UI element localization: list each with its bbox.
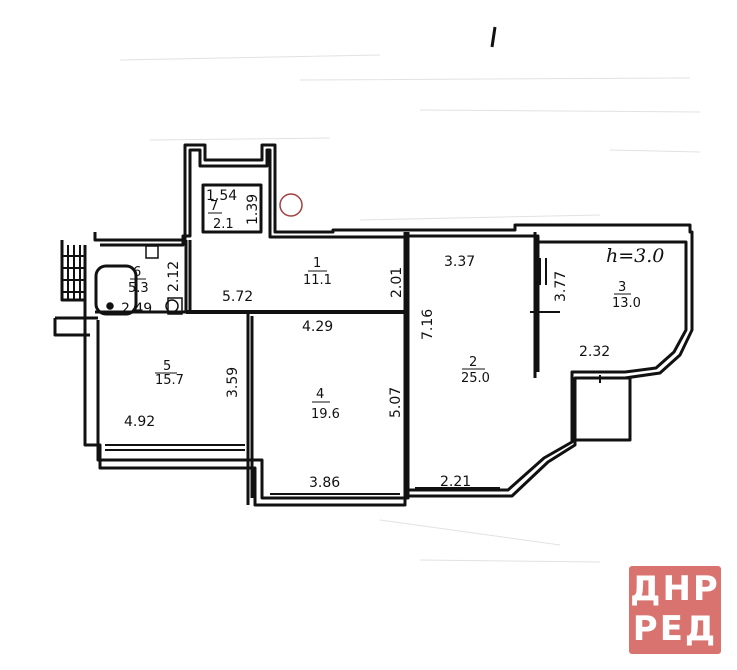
dim-4-92: 4.92 bbox=[124, 414, 155, 430]
scan-noise bbox=[119, 54, 701, 563]
walls bbox=[53, 143, 694, 507]
dim-7-16: 7.16 bbox=[420, 309, 436, 340]
fixtures bbox=[106, 245, 183, 315]
room-3-number: 3 bbox=[618, 280, 626, 295]
dim-3-77: 3.77 bbox=[553, 271, 569, 302]
room-1-area: 11.1 bbox=[303, 273, 332, 288]
room-3-area: 13.0 bbox=[612, 296, 641, 311]
dim-4-29: 4.29 bbox=[302, 319, 333, 335]
circle-marker bbox=[279, 193, 303, 217]
room-6-number: 6 bbox=[133, 265, 141, 280]
dim-2-32: 2.32 bbox=[579, 344, 610, 360]
room-number-underlines bbox=[130, 212, 631, 403]
dim-2-21: 2.21 bbox=[440, 474, 471, 490]
room-2-area: 25.0 bbox=[461, 371, 490, 386]
dim-2-12: 2.12 bbox=[166, 261, 182, 292]
dimension-labels: 1.54 1.39 2.12 2.49 5.72 2.01 3.37 7.16 … bbox=[121, 188, 664, 491]
room-6-area: 5.3 bbox=[128, 281, 149, 296]
dim-2-49: 2.49 bbox=[121, 301, 152, 317]
logo-line-2: РЕД bbox=[632, 609, 718, 649]
room-2-number: 2 bbox=[469, 355, 477, 370]
dim-1-39: 1.39 bbox=[245, 194, 261, 225]
room-5-area: 15.7 bbox=[155, 373, 184, 388]
logo-line-1: ДНР bbox=[630, 569, 720, 609]
dim-3-37: 3.37 bbox=[444, 254, 475, 270]
window-marks bbox=[62, 245, 601, 495]
room-4-area: 19.6 bbox=[311, 407, 340, 422]
dnr-red-logo: ДНР РЕД bbox=[629, 566, 721, 654]
room-7-number: 7 bbox=[210, 199, 218, 214]
room-labels: 7 2.1 6 5.3 1 11.1 2 25.0 3 13.0 4 19.6 … bbox=[128, 199, 641, 422]
room-5-number: 5 bbox=[163, 359, 171, 374]
dim-5-72: 5.72 bbox=[222, 289, 253, 305]
dim-2-01: 2.01 bbox=[389, 267, 405, 298]
dim-3-86: 3.86 bbox=[309, 475, 340, 491]
dim-3-59: 3.59 bbox=[225, 367, 241, 398]
stray-mark bbox=[490, 26, 497, 48]
ceiling-height-note: h=3.0 bbox=[606, 245, 664, 267]
dim-5-07: 5.07 bbox=[388, 387, 404, 418]
room-4-number: 4 bbox=[316, 387, 324, 402]
room-1-number: 1 bbox=[313, 256, 321, 271]
dim-1-54: 1.54 bbox=[206, 188, 237, 204]
room-7-area: 2.1 bbox=[213, 217, 234, 232]
